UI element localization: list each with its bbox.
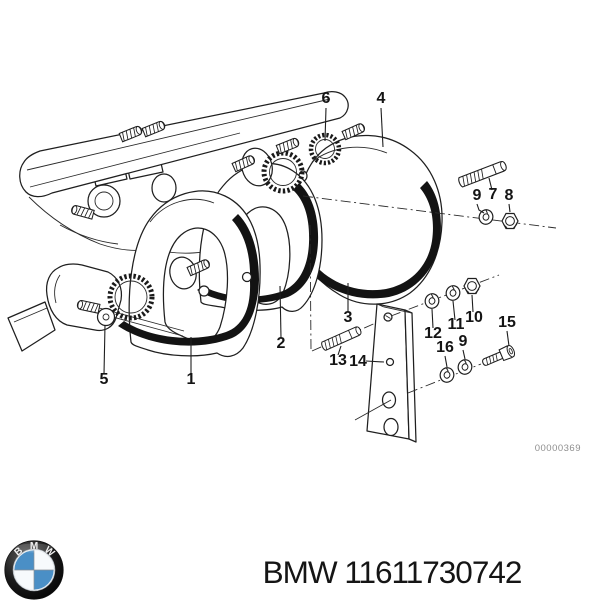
bracket-hole (381, 391, 397, 409)
bracket-hole-14 (385, 357, 395, 367)
callout-14: 14 (349, 353, 367, 370)
callout-6: 6 (322, 90, 331, 107)
bolt-hole (198, 285, 210, 297)
callout-16: 16 (436, 339, 454, 356)
bolt-hole (241, 271, 253, 283)
nut-10 (463, 277, 481, 295)
callout-11: 11 (448, 316, 465, 333)
washer-16 (438, 365, 456, 385)
callout-labels: 6 4 9 7 8 2 3 1 5 13 14 12 11 10 16 9 15 (100, 90, 516, 388)
front-flange-assembly (7, 263, 185, 352)
leader-lines (103, 107, 511, 375)
callout-10: 10 (465, 309, 483, 326)
callout-7: 7 (489, 186, 498, 203)
callout-2: 2 (277, 335, 286, 352)
manifold-section-4 (296, 134, 443, 305)
bracket-hole (383, 417, 399, 437)
shading-crescent (301, 181, 441, 299)
manifold-runner-1 (118, 190, 261, 358)
bracket-and-hardware-lower (309, 224, 516, 443)
port-opening (151, 173, 177, 203)
port-opening (87, 184, 121, 218)
callout-13: 13 (329, 352, 347, 369)
bmw-logo: B M W (4, 540, 64, 600)
callout-4: 4 (377, 90, 386, 107)
clamp-bolt-head (96, 307, 116, 327)
center-line (309, 224, 312, 351)
callout-9-lower: 9 (459, 333, 468, 350)
bolt-15 (482, 344, 516, 366)
roundel-quadrant-bottom-right (34, 570, 54, 590)
image-id-watermark: 00000369 (535, 443, 581, 454)
roundel-quadrant-top-left (14, 550, 34, 570)
lock-washer-11 (444, 283, 462, 303)
callout-15: 15 (498, 314, 516, 331)
callout-12: 12 (424, 325, 442, 342)
footer: B M W BMW 11611730742 (4, 540, 522, 600)
callout-3: 3 (344, 309, 353, 326)
callout-1: 1 (187, 371, 196, 388)
logo-letter-m: M (30, 541, 38, 552)
stud-and-nut-hardware-upper (302, 161, 557, 230)
callout-8: 8 (505, 187, 514, 204)
lock-washer-9b (456, 357, 474, 377)
nut-8 (501, 212, 519, 230)
stud-7 (458, 161, 507, 188)
callout-5: 5 (100, 371, 109, 388)
clamp-ring (107, 273, 155, 321)
manifold-drawing: 6 4 9 7 8 2 3 1 5 13 14 12 11 10 16 9 15… (7, 90, 581, 454)
fuel-rail (19, 91, 349, 198)
center-line (390, 274, 500, 317)
callout-9-upper: 9 (473, 187, 482, 204)
bracket-plate (354, 303, 417, 443)
shading-crescent (118, 214, 259, 346)
part-number-title: BMW 11611730742 (263, 554, 522, 590)
stud-13 (321, 326, 362, 351)
washer-12 (423, 291, 441, 311)
